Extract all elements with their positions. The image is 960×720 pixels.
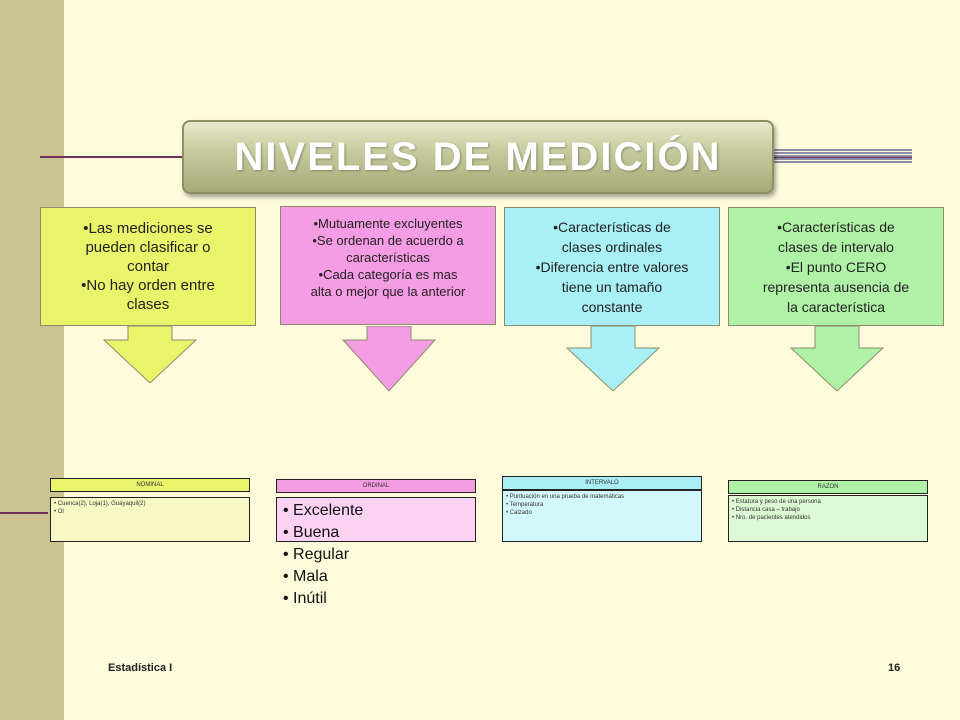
- ordinal-examples-box: [276, 497, 476, 542]
- intervalo-arrow: [565, 326, 661, 392]
- ordinal-example-1: • Excelente: [283, 502, 364, 519]
- intervalo-line-1: •Características de: [553, 218, 671, 235]
- intervalo-example-1: • Puntuación en una prueba de matemática…: [506, 494, 625, 500]
- intervalo-line-4: tiene un tamaño: [561, 278, 663, 295]
- nominal-description-box: •Las mediciones se pueden clasificar o c…: [40, 207, 256, 326]
- footer-course-name: Estadística I: [108, 662, 173, 674]
- title-left-line: [40, 156, 184, 158]
- razon-header: RAZON: [728, 480, 928, 494]
- nominal-line-1: •Las mediciones se: [83, 220, 213, 237]
- lower-left-line: [0, 512, 48, 514]
- intervalo-description-box: •Características de clases ordinales •Di…: [504, 207, 720, 326]
- razon-line-1: •Características de: [777, 218, 895, 235]
- nominal-line-5: clases: [126, 296, 170, 313]
- razon-line-4: representa ausencia de: [762, 278, 910, 295]
- ordinal-examples-list: • Excelente • Buena • Regular • Mala • I…: [283, 500, 363, 610]
- razon-example-3: • Nro. de pacientes atendidos: [732, 515, 811, 521]
- razon-line-3: •El punto CERO: [785, 258, 887, 275]
- ordinal-line-3: características: [346, 250, 430, 265]
- ordinal-line-5: alta o mejor que la anterior: [310, 284, 466, 299]
- ordinal-example-4: • Mala: [283, 568, 328, 585]
- ordinal-example-3: • Regular: [283, 546, 350, 563]
- razon-arrow: [789, 326, 885, 392]
- nominal-line-2: pueden clasificar o: [85, 239, 211, 256]
- ordinal-header: ORDINAL: [276, 479, 476, 493]
- razon-description-box: •Características de clases de intervalo …: [728, 207, 944, 326]
- nominal-arrow: [102, 326, 198, 384]
- intervalo-example-3: • Calzado: [506, 510, 532, 516]
- ordinal-example-2: • Buena: [283, 524, 340, 541]
- title-banner: NIVELES DE MEDICIÓN: [182, 120, 774, 194]
- nominal-line-3: contar: [127, 258, 169, 275]
- page-title: NIVELES DE MEDICIÓN: [234, 134, 722, 179]
- razon-example-1: • Estatura y peso de una persona: [732, 499, 821, 505]
- ordinal-line-4: •Cada categoría es mas: [318, 267, 458, 282]
- ordinal-line-2: •Se ordenan de acuerdo a: [312, 233, 464, 248]
- sidebar-strip: [0, 0, 64, 720]
- razon-line-5: la característica: [786, 298, 886, 315]
- intervalo-line-3: •Diferencia entre valores: [535, 258, 689, 275]
- intervalo-header: INTERVALO: [502, 476, 702, 490]
- intervalo-line-2: clases ordinales: [561, 238, 663, 255]
- nominal-header: NOMINAL: [50, 478, 250, 492]
- razon-example-2: • Distancia casa – trabajo: [732, 507, 800, 513]
- razon-examples: • Estatura y peso de una persona • Dista…: [728, 495, 928, 542]
- nominal-line-4: •No hay orden entre: [81, 277, 215, 294]
- intervalo-line-5: constante: [581, 298, 643, 315]
- ordinal-line-1: •Mutuamente excluyentes: [313, 216, 463, 231]
- razon-line-2: clases de intervalo: [778, 238, 894, 255]
- ordinal-description-box: •Mutuamente excluyentes •Se ordenan de a…: [280, 206, 496, 325]
- title-right-line: [767, 156, 912, 158]
- ordinal-example-5: • Inútil: [283, 590, 327, 607]
- nominal-example-1: • Cuenca(2), Loja(1), Guayaquil(2): [54, 501, 146, 507]
- title-right-stripe: [767, 149, 912, 166]
- nominal-example-2: • Ol: [54, 509, 64, 515]
- nominal-examples: • Cuenca(2), Loja(1), Guayaquil(2) • Ol: [50, 497, 250, 542]
- intervalo-example-2: • Temperatura: [506, 502, 544, 508]
- intervalo-examples: • Puntuación en una prueba de matemática…: [502, 490, 702, 542]
- footer-page-number: 16: [888, 662, 901, 674]
- ordinal-arrow: [341, 326, 437, 392]
